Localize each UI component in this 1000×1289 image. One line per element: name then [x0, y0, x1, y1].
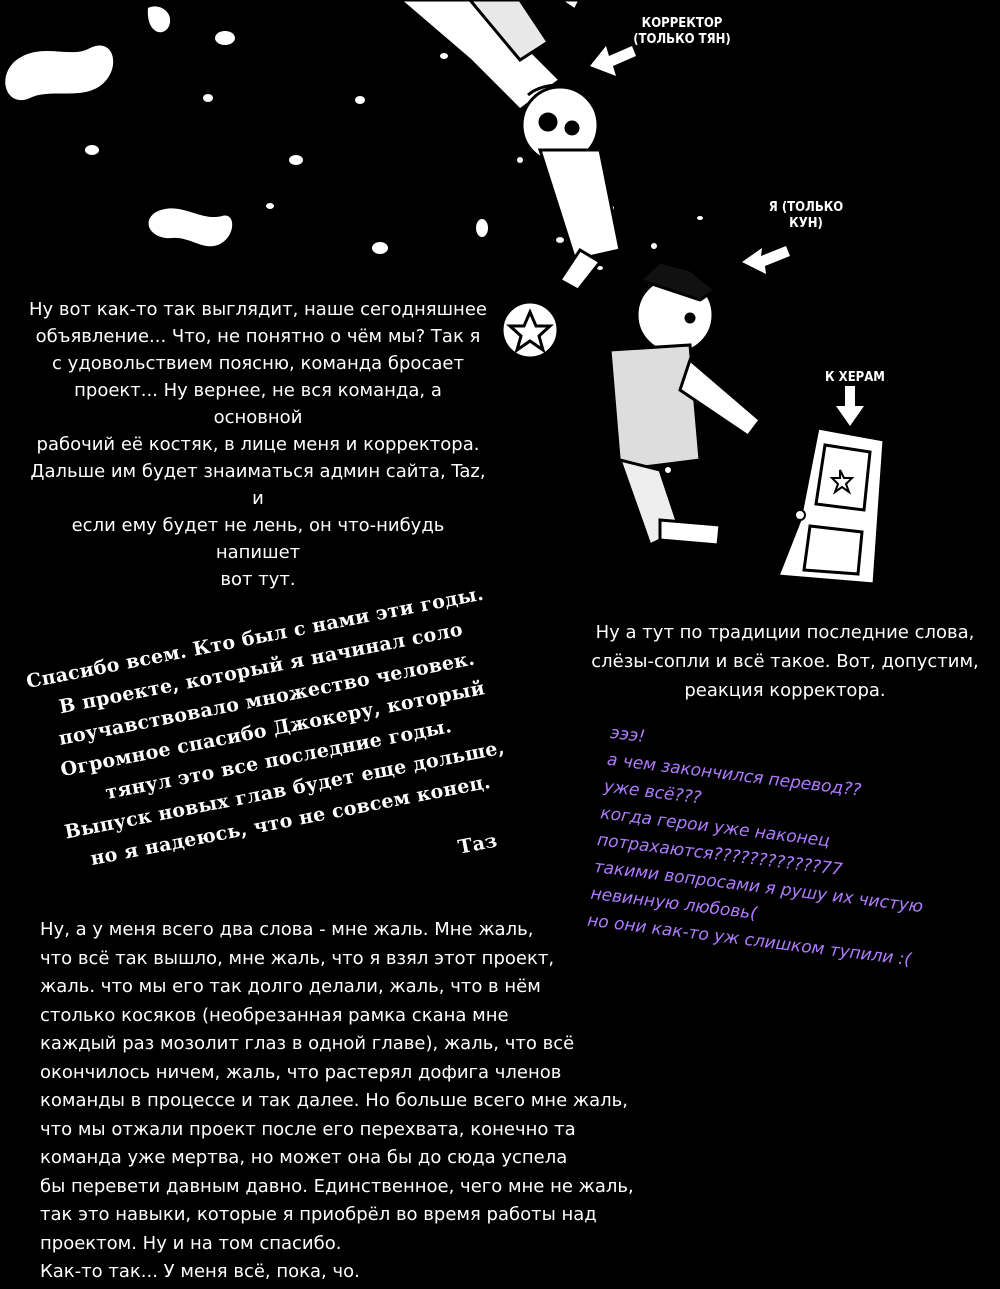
taz-message-body: Спасибо всем. Кто был с нами эти годы. В… [24, 582, 507, 871]
intro-announcement: Ну вот как-то так выглядит, наше сегодня… [29, 299, 487, 590]
arrow-to-corrector [590, 46, 636, 76]
tradition-caption: Ну а тут по традиции последние слова, сл… [591, 622, 979, 701]
label-me: Я (ТОЛЬКО КУН) [768, 200, 844, 231]
arrow-to-door [836, 386, 864, 426]
corrector-reaction: эээ! а чем закончился перевод?? уже всё?… [586, 722, 925, 971]
pointer-arrows [590, 46, 864, 426]
outro-farewell: Ну, а у меня всего два слова - мне жаль.… [40, 919, 634, 1282]
me-character [500, 260, 763, 548]
label-corrector: КОРРЕКТОР (ТОЛЬКО ТЯН) [633, 16, 731, 47]
label-door: К ХЕРАМ [825, 370, 885, 385]
door-illustration [775, 426, 886, 586]
ink-splatters [5, 6, 703, 473]
arrow-to-me [742, 246, 790, 274]
corrector-character [397, 0, 622, 292]
